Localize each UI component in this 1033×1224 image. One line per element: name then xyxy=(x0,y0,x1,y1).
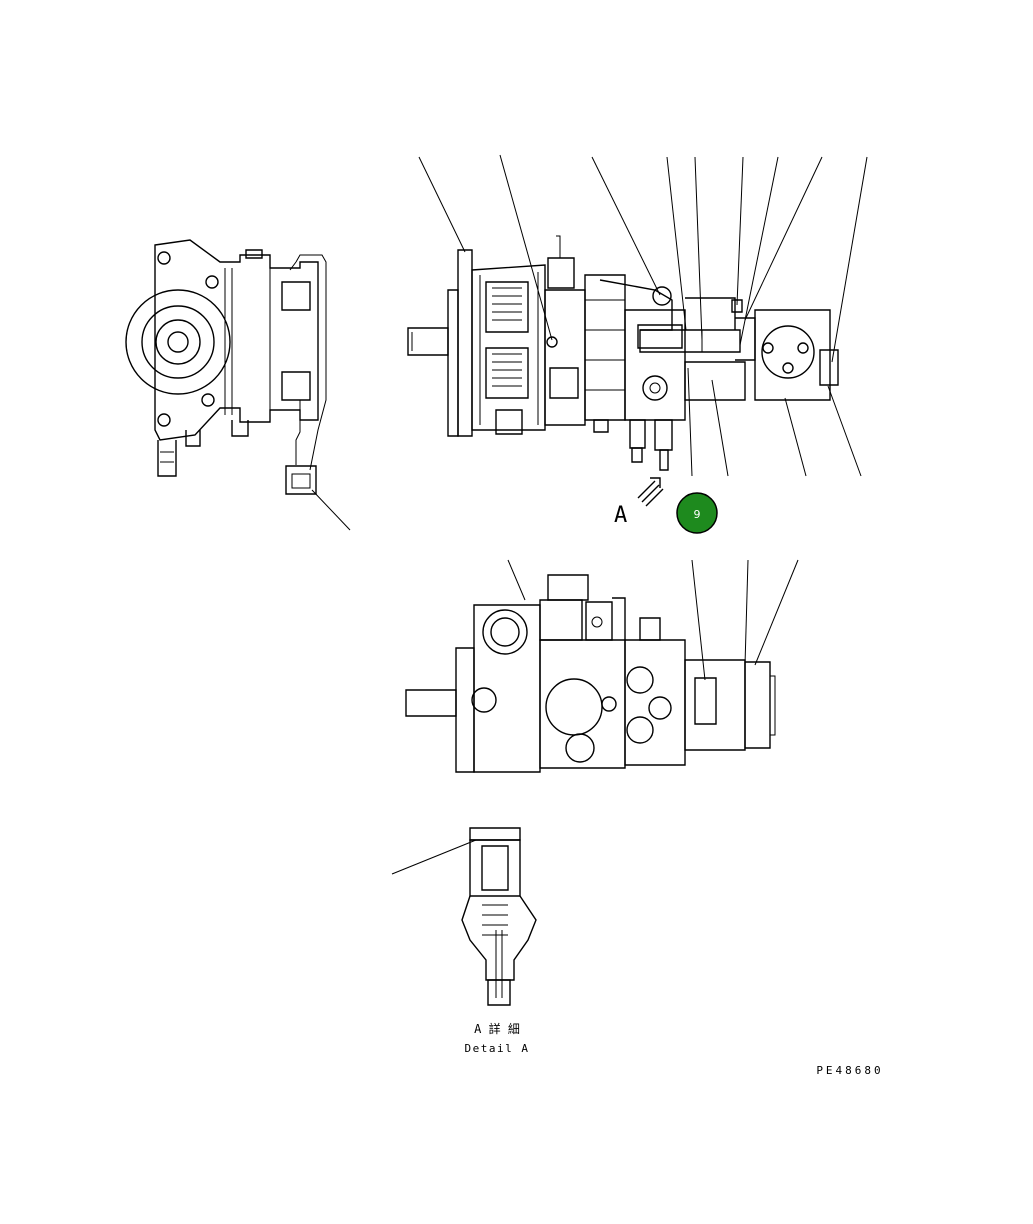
detail-caption-jp: A 詳 細 xyxy=(474,1021,520,1036)
callout-number: 9 xyxy=(694,508,701,521)
drawing-number: PE48680 xyxy=(816,1064,883,1077)
front-view-leaders xyxy=(507,559,799,681)
callout-circle[interactable] xyxy=(676,492,718,534)
leader-line xyxy=(311,489,351,531)
callout-9[interactable]: 9 xyxy=(676,492,718,534)
view-arrow-label: A xyxy=(614,503,627,528)
detail-caption-en: Detail A xyxy=(465,1042,530,1055)
top-view-pump xyxy=(407,235,839,507)
front-view-pump xyxy=(405,574,776,773)
side-view-pump xyxy=(125,239,351,531)
top-view-leaders xyxy=(418,154,868,477)
detail-a-valve xyxy=(391,827,537,1006)
